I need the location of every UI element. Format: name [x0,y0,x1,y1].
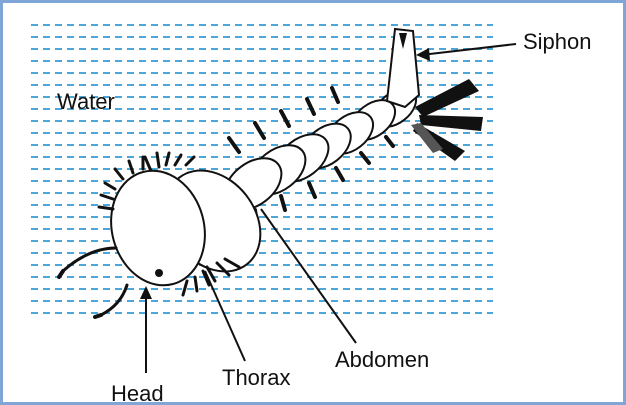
tail-fan [411,79,483,161]
eye [155,269,163,277]
thorax-label: Thorax [222,365,290,391]
water-label: Water [57,89,115,115]
head-label: Head [111,381,164,405]
siphon-label: Siphon [523,29,592,55]
antennae [59,248,127,317]
mosquito-larva-diagram [3,3,623,402]
abdomen-label: Abdomen [335,347,429,373]
